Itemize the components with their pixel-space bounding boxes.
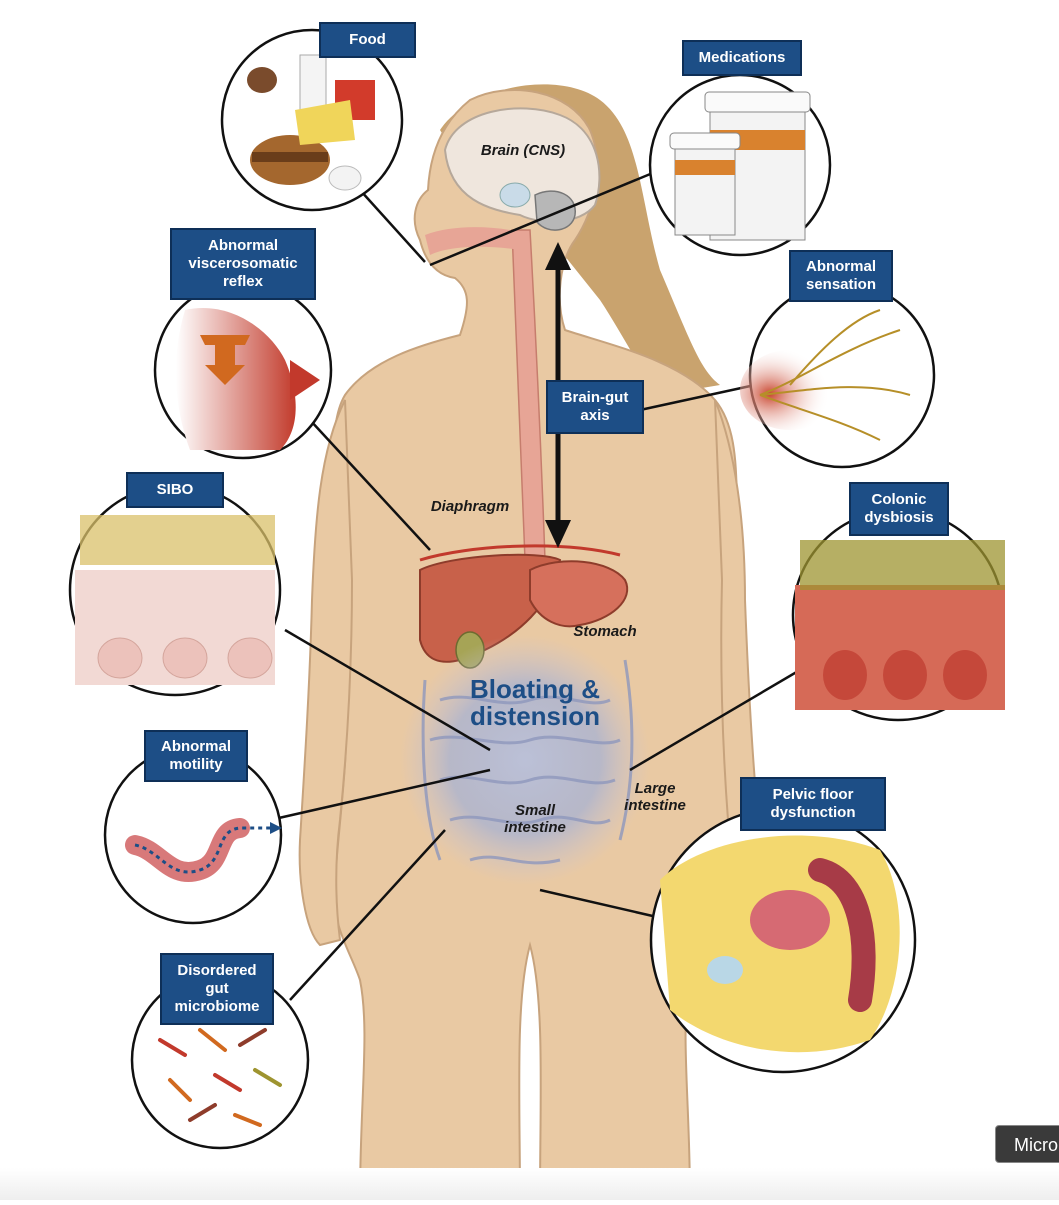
pelvic-bladder <box>707 956 743 984</box>
pill-bottles <box>669 91 811 241</box>
left-arm <box>298 399 354 947</box>
nerve-branches <box>759 309 911 441</box>
brain-gut-arrow-head-up <box>545 242 571 270</box>
colonic-dysbiosis-label: Colonic dysbiosis <box>849 482 949 536</box>
sibo-bacteria-layer <box>80 515 275 565</box>
viscerosomatic-label: Abnormal viscerosomatic reflex <box>170 228 316 300</box>
microbiome-bacteria <box>158 1028 282 1127</box>
motility-dots <box>134 826 270 874</box>
stomach-label: Stomach <box>573 623 637 640</box>
intestine-coils <box>421 659 634 865</box>
sensation-glow <box>740 350 840 430</box>
medications-label: Medications <box>682 40 802 76</box>
reflex-arrow-right <box>290 360 320 400</box>
motility-label: Abnormal motility <box>144 730 248 782</box>
pelvic-rectum <box>808 858 876 1012</box>
pelvic-uterus <box>750 890 830 950</box>
sensation-label: Abnormal sensation <box>789 250 893 302</box>
center-title: Bloating & distension <box>469 674 600 731</box>
colonic-crypts <box>823 650 987 700</box>
colonic-bacteria-layer <box>800 540 1005 590</box>
brain-label: Brain (CNS) <box>480 142 566 159</box>
pelvic-floor-label: Pelvic floor dysfunction <box>740 777 886 831</box>
diaphragm-label: Diaphragm <box>430 498 510 515</box>
microbiome-label: Disordered gut microbiome <box>160 953 274 1025</box>
brainstem-shape <box>499 182 531 208</box>
food-label: Food <box>319 22 416 58</box>
taskbar-button[interactable]: Micro <box>995 1125 1059 1163</box>
intestines-glow <box>400 635 650 885</box>
motility-arrow-head <box>270 822 282 834</box>
large-intestine-label: Large intestine <box>624 780 686 814</box>
brain-gut-axis-label: Brain-gut axis <box>546 380 644 434</box>
connector-lines <box>269 168 801 1001</box>
small-intestine-label: Small intestine <box>504 802 566 836</box>
sibo-villi <box>97 637 273 679</box>
cerebellum-shape <box>534 190 576 231</box>
bottom-strip <box>0 1168 1059 1200</box>
sibo-label: SIBO <box>126 472 224 508</box>
stomach-shape <box>529 560 629 628</box>
oral-tract <box>425 227 520 255</box>
diaphragm-line <box>419 544 621 562</box>
brain-gut-arrow-head-down <box>545 520 571 548</box>
reflex-arrow-down <box>200 335 250 385</box>
food-items <box>247 54 375 191</box>
